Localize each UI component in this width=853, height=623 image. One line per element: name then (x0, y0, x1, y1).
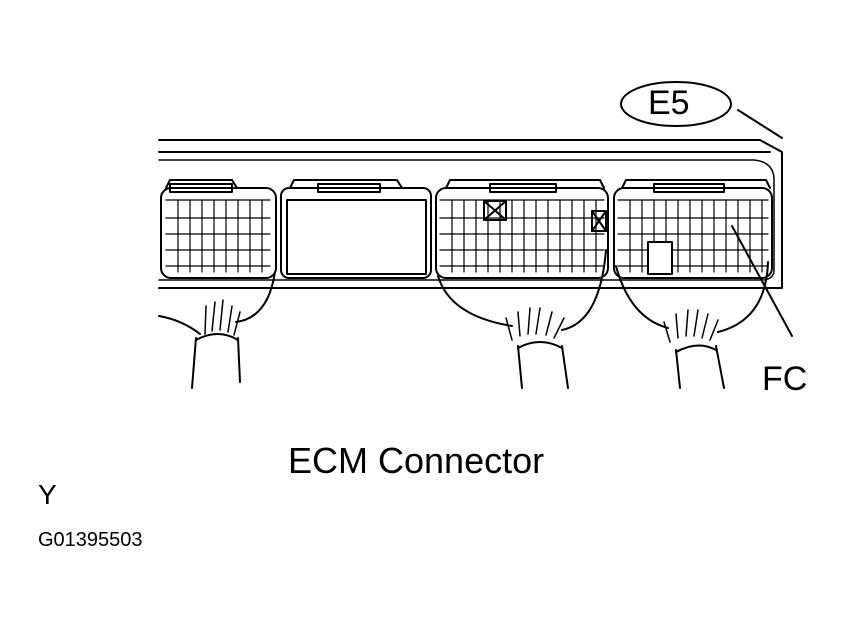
pin-grid-4 (617, 199, 769, 273)
connector-block-3 (435, 179, 609, 279)
diagram-caption: ECM Connector (288, 440, 545, 481)
connector-block-4 (613, 179, 773, 279)
wire-harness-1 (158, 271, 276, 389)
pin-grid-3 (439, 199, 605, 273)
ecm-housing-outline (158, 139, 783, 289)
e5-callout-oval (620, 81, 732, 127)
wire-harness-4 (615, 261, 769, 389)
ecm-housing-inner-rounded (158, 159, 775, 281)
e5-leader-line (737, 109, 783, 139)
blank-pin-area (647, 241, 673, 275)
connector-block-2 (280, 179, 432, 279)
corner-mark: Y (38, 479, 57, 510)
connector-code-label: E5 (648, 84, 690, 122)
wire-harness-3 (437, 249, 607, 389)
terminal-label: FC (762, 360, 808, 398)
fc-leader-line (731, 225, 793, 337)
crossed-pin-marks (483, 200, 607, 232)
pin-grid-1 (165, 199, 271, 273)
connector-block-1 (160, 179, 277, 279)
figure-id: G01395503 (38, 529, 143, 551)
